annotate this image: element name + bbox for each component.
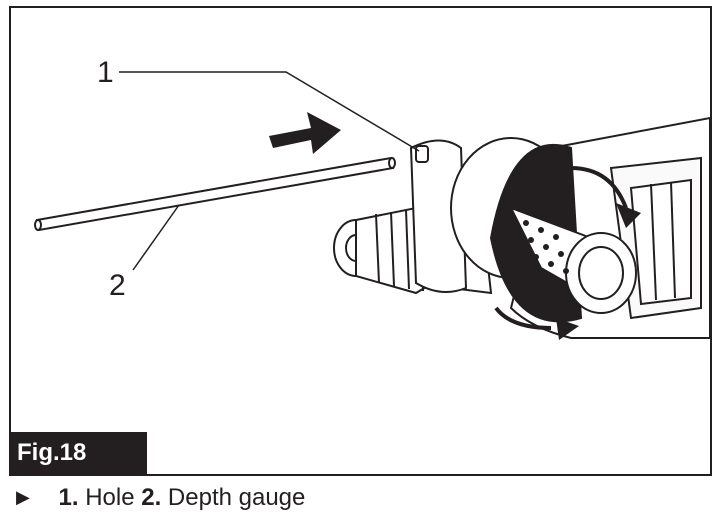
bullet-triangle-icon: ▶ (16, 487, 30, 507)
legend-item-2-number: 2. (141, 484, 162, 511)
push-direction-arrow-icon (269, 112, 341, 154)
side-grip-handle (489, 143, 637, 323)
drill-illustration: 1 2 (34, 56, 710, 340)
rotate-direction-arrow-icon (494, 166, 628, 330)
figure-legend: ▶ 1. Hole 2. Depth gauge (16, 482, 305, 513)
callout-2: 2 (109, 269, 126, 302)
callout-1: 1 (97, 56, 114, 89)
legend-item-1-number: 1. (58, 484, 79, 511)
depth-gauge-rod (34, 156, 396, 232)
figure-frame: 1 2 Fig.18 (9, 6, 712, 476)
depth-gauge-hole (415, 145, 429, 163)
legend-item-2-text: Depth gauge (167, 484, 306, 511)
rotate-arrowheads (556, 203, 641, 340)
callout-leaders (119, 71, 420, 271)
figure-label: Fig.18 (11, 432, 147, 474)
legend-item-1-text: Hole (85, 484, 135, 511)
